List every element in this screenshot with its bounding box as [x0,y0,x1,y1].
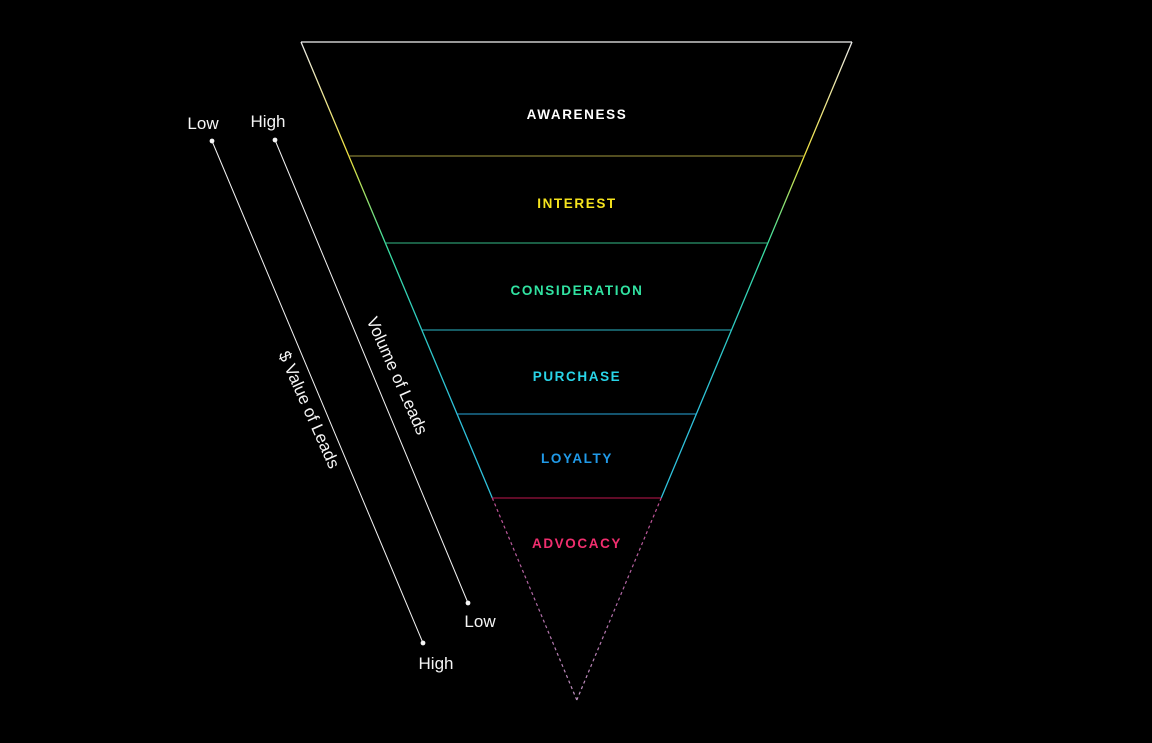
axis-value-bottom-label: High [419,654,454,673]
stage-label-awareness: AWARENESS [527,107,628,122]
axis-value-title: $ Value of Leads [275,348,344,471]
axis-volume-bottom-label: Low [464,612,496,631]
axis-volume-dot-top [272,137,278,143]
axis-volume-line [274,139,469,604]
stage-label-consideration: CONSIDERATION [510,283,643,298]
axis-value-line [211,140,424,644]
axis-value-dot-bottom [420,640,426,646]
funnel-right-edge-advocacy-dashed [576,497,662,701]
funnel-left-edge [300,41,493,499]
stage-label-advocacy: ADVOCACY [532,536,622,551]
stage-label-purchase: PURCHASE [533,369,622,384]
axis-volume-dot-bottom [465,600,471,606]
stage-label-interest: INTEREST [537,196,617,211]
axis-value-top-label: Low [187,114,219,133]
axis-volume-top-label: High [251,112,286,131]
axis-value-dot-top [209,138,215,144]
stage-label-loyalty: LOYALTY [541,451,613,466]
funnel-left-edge-advocacy-dashed [491,497,578,701]
funnel-right-edge [660,41,853,499]
